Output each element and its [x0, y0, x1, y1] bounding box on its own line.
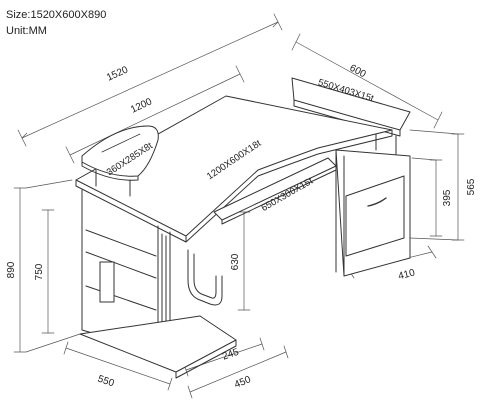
monitor-shelf — [81, 125, 159, 197]
dim-foot-depth: 245 — [221, 347, 241, 363]
dim-drawer-height: 395 — [442, 189, 453, 206]
left-cabinet — [81, 189, 171, 353]
dim-leg-height: 750 — [34, 263, 45, 280]
dim-base-depth: 550 — [96, 374, 116, 390]
dim-cabinet-depth: 410 — [397, 267, 416, 282]
desktop — [75, 95, 393, 243]
right-cabinet — [335, 149, 411, 277]
unit-label: Unit:MM — [6, 25, 47, 37]
dimension-lines — [13, 13, 465, 399]
desk-base — [79, 315, 237, 379]
dim-cabinet-height: 565 — [466, 178, 477, 195]
dim-desk-width: 1200 — [129, 96, 154, 116]
dim-foot-width: 450 — [233, 374, 253, 391]
dim-tray-clearance: 630 — [230, 253, 241, 270]
dim-total-width: 1520 — [105, 64, 130, 83]
dim-height: 890 — [6, 261, 17, 278]
size-label: Size:1520X600X890 — [6, 9, 107, 21]
support-leg — [187, 249, 223, 306]
dim-depth: 600 — [348, 63, 368, 81]
